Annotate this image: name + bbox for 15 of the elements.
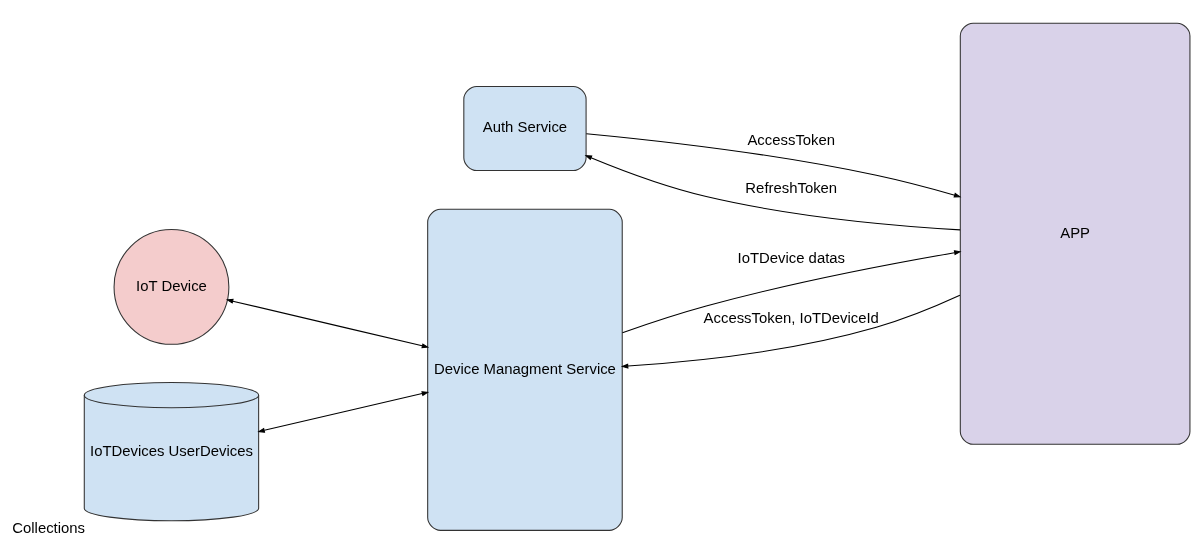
edge-label: AccessToken, IoTDeviceId xyxy=(703,310,879,327)
arrow xyxy=(257,391,430,433)
arrow xyxy=(620,294,961,369)
edge-label: RefreshToken xyxy=(745,179,838,196)
arrow xyxy=(585,133,962,198)
node-box: Auth Service xyxy=(463,86,587,172)
node-circle: IoT Device xyxy=(113,228,230,345)
edge-label: IoTDevice datas xyxy=(737,249,846,266)
arrow xyxy=(584,155,961,231)
node-box: APP xyxy=(959,22,1191,445)
edge-label: AccessToken xyxy=(747,131,836,148)
node-label: Collections xyxy=(12,519,86,536)
node-box: Device Managment Service xyxy=(427,208,623,531)
arrow xyxy=(621,250,962,334)
arrow xyxy=(225,298,430,349)
